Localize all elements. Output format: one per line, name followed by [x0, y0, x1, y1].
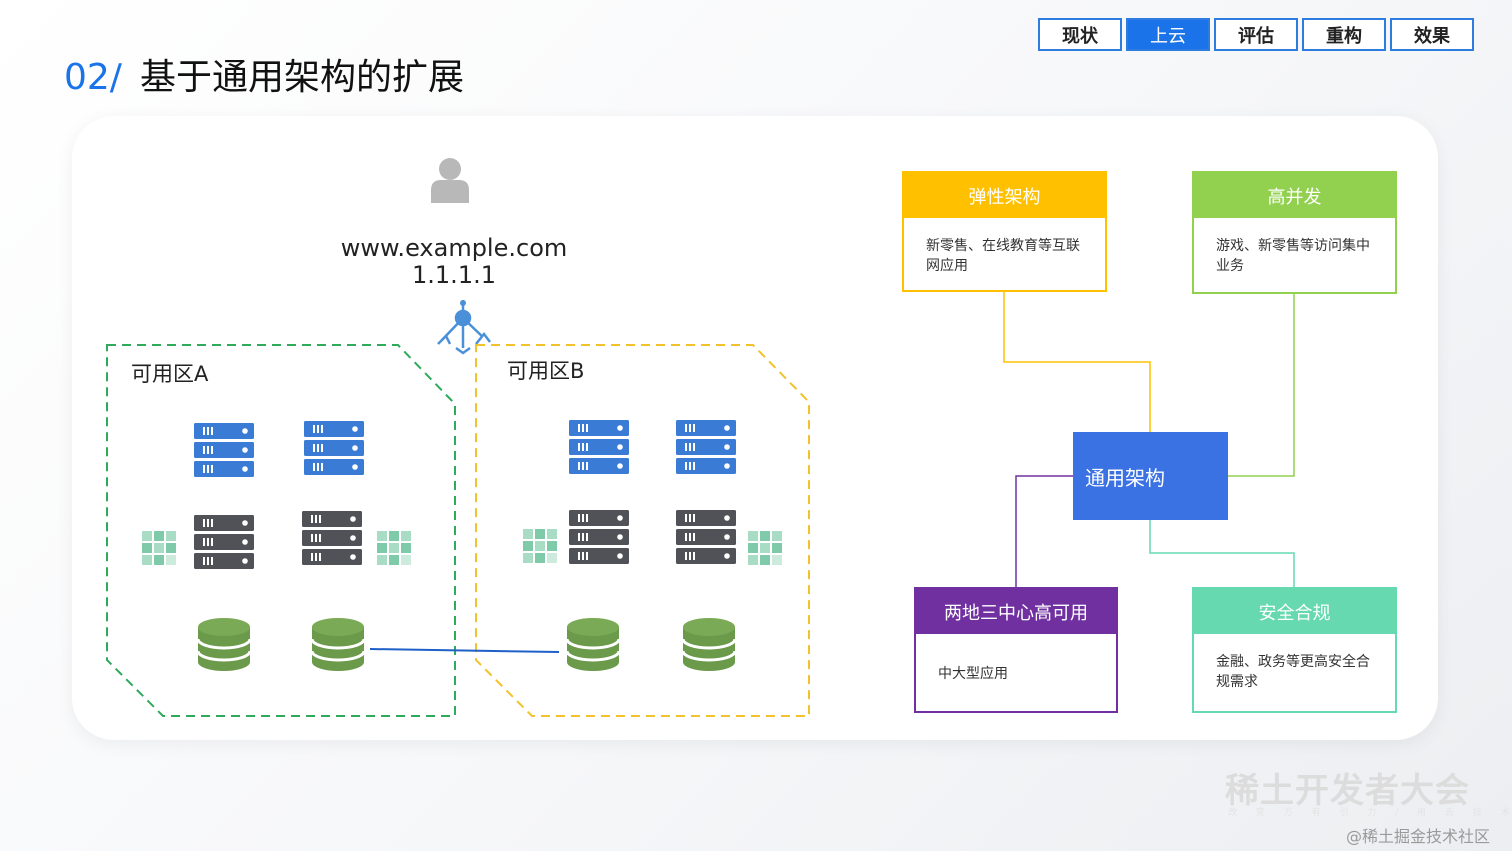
connector-ha [1015, 475, 1073, 587]
database-icon [565, 616, 621, 673]
title-number: 02/ [64, 57, 122, 98]
concurrency-desc: 游戏、新零售等访问集中业务 [1216, 238, 1370, 274]
zone-b-label: 可用区B [507, 359, 585, 383]
grid-icon [523, 529, 557, 563]
database-icon [196, 616, 252, 673]
grid-icon [377, 531, 411, 565]
database-icon [681, 616, 737, 673]
credit-text: @稀土掘金技术社区 [1346, 827, 1491, 846]
security-title: 安全合规 [1194, 589, 1395, 634]
grid-icon [748, 531, 782, 565]
security-compliance-box: 安全合规 金融、政务等更高安全合规需求 [1192, 587, 1397, 713]
tab-evaluate[interactable]: 评估 [1214, 18, 1298, 51]
tab-status[interactable]: 现状 [1038, 18, 1122, 51]
ha-desc: 中大型应用 [938, 666, 1008, 682]
database-icon [310, 616, 366, 673]
nav-tabs: 现状 上云 评估 重构 效果 [1038, 18, 1474, 51]
watermark-slogan: 改 变 万 有 引 力 / 用 去 技 术 未 来 [1228, 808, 1512, 818]
replication-line [369, 648, 560, 653]
server-rack-icon [302, 511, 362, 565]
grid-icon [142, 531, 176, 565]
server-rack-icon [569, 420, 629, 474]
server-rack-icon [676, 420, 736, 474]
server-rack-icon [569, 510, 629, 564]
server-rack-icon [676, 510, 736, 564]
connector-elastic [1003, 291, 1151, 432]
elastic-architecture-box: 弹性架构 新零售、在线教育等互联网应用 [902, 171, 1107, 292]
ip-label: 1.1.1.1 [412, 261, 496, 289]
zone-a-label: 可用区A [131, 362, 209, 386]
tab-refactor[interactable]: 重构 [1302, 18, 1386, 51]
concurrency-title: 高并发 [1194, 173, 1395, 218]
server-rack-icon [304, 421, 364, 475]
load-balancer-icon [437, 300, 491, 355]
security-desc: 金融、政务等更高安全合规需求 [1216, 654, 1370, 690]
high-concurrency-box: 高并发 游戏、新零售等访问集中业务 [1192, 171, 1397, 294]
ha-title: 两地三中心高可用 [916, 589, 1116, 634]
core-architecture-box: 通用架构 [1073, 432, 1228, 520]
zone-b-boundary [475, 344, 810, 717]
elastic-desc: 新零售、在线教育等互联网应用 [926, 238, 1080, 274]
connector-security [1149, 520, 1295, 587]
tab-cloud[interactable]: 上云 [1126, 18, 1210, 51]
server-rack-icon [194, 423, 254, 477]
server-rack-icon [194, 515, 254, 569]
page-title: 02/基于通用架构的扩展 [64, 48, 464, 100]
connector-concurrency [1228, 293, 1295, 477]
user-icon [431, 158, 469, 203]
title-text: 基于通用架构的扩展 [139, 57, 464, 98]
domain-label: www.example.com [340, 234, 568, 262]
zone-a-boundary [106, 344, 456, 717]
elastic-title: 弹性架构 [904, 173, 1105, 218]
tab-effect[interactable]: 效果 [1390, 18, 1474, 51]
high-availability-box: 两地三中心高可用 中大型应用 [914, 587, 1118, 713]
watermark-logo: 稀土开发者大会 [1225, 771, 1470, 811]
